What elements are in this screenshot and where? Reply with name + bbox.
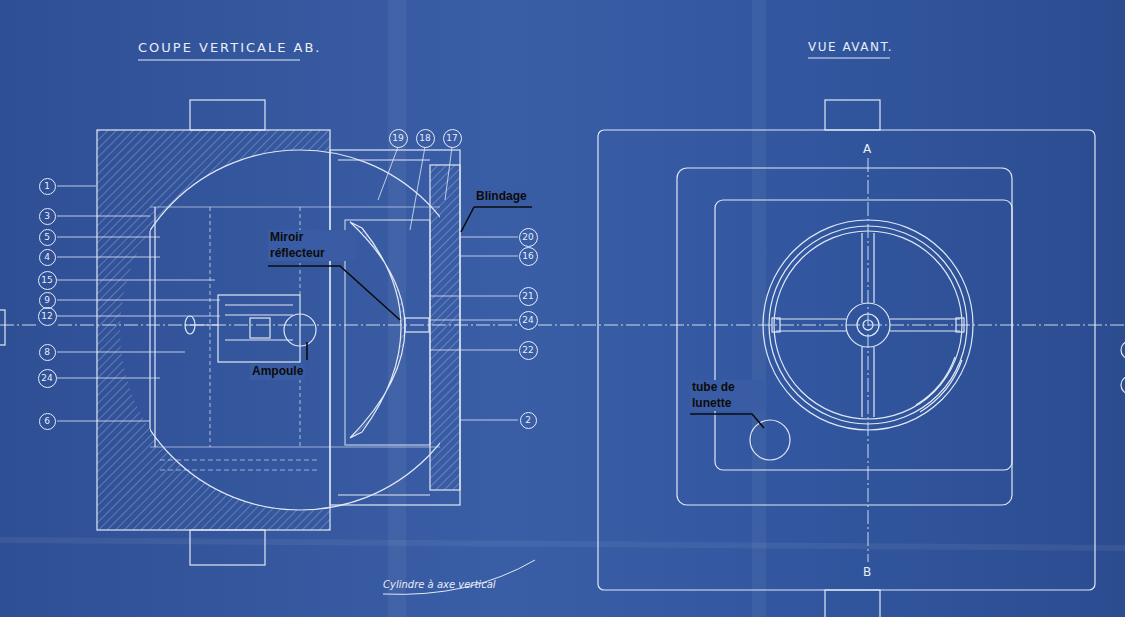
- callout-circle: 15: [38, 271, 57, 290]
- callout-circle: 1: [39, 178, 56, 195]
- heading-underlines: [138, 58, 890, 594]
- callout-number: 12: [41, 311, 52, 321]
- callout-leaders: [57, 147, 518, 421]
- callout-circle: 24: [38, 369, 57, 388]
- callout-number: 3: [44, 211, 50, 221]
- part-label: Ampoule: [250, 364, 305, 380]
- section-mark: B: [863, 565, 871, 581]
- callout-number: 15: [41, 275, 52, 285]
- callout-number: 24: [522, 315, 533, 325]
- callout-number: 21: [522, 291, 533, 301]
- note-label: Cylindre à axe vertical: [383, 578, 496, 591]
- callout-circle: 2: [520, 412, 537, 429]
- callout-circle: 17: [443, 129, 462, 148]
- callout-number: 16: [522, 251, 533, 261]
- callout-circle: 22: [519, 341, 538, 360]
- part-label: tube de lunette: [690, 380, 766, 411]
- callout-number: 5: [44, 232, 50, 242]
- callout-circle: 12: [38, 307, 57, 326]
- callout-number: 9: [44, 295, 50, 305]
- section-view: [0, 100, 480, 565]
- callout-number: 8: [44, 347, 50, 357]
- callout-number: 17: [446, 133, 457, 143]
- callout-circle: 20: [519, 228, 538, 247]
- callout-circle: 21: [519, 287, 538, 306]
- callout-circle: 8: [39, 344, 56, 361]
- callout-circle: 4: [39, 249, 56, 266]
- callout-circle: 6: [39, 413, 56, 430]
- callout-number: 19: [392, 133, 403, 143]
- view-heading: VUE AVANT.: [808, 40, 893, 56]
- part-label: Blindage: [474, 189, 529, 205]
- section-mark: A: [863, 142, 871, 158]
- view-heading: COUPE VERTICALE AB.: [138, 40, 321, 57]
- callout-circle: 16: [519, 247, 538, 266]
- callout-number: 4: [44, 252, 50, 262]
- callout-number: 24: [41, 373, 52, 383]
- part-label: Miroir réflecteur: [268, 230, 356, 261]
- callout-circle: 19: [389, 129, 408, 148]
- callout-number: 2: [525, 415, 531, 425]
- callout-number: 20: [522, 232, 533, 242]
- callout-number: 6: [44, 416, 50, 426]
- front-view: [598, 100, 1125, 617]
- callout-circle: 18: [416, 129, 435, 148]
- callout-circle: 9: [39, 292, 56, 309]
- callout-number: 1: [44, 181, 50, 191]
- callout-circle: 5: [39, 229, 56, 246]
- callout-number: 18: [419, 133, 430, 143]
- callout-circle: 24: [519, 311, 538, 330]
- callout-circle: 3: [39, 208, 56, 225]
- center-lines: [0, 158, 1125, 562]
- callout-number: 22: [522, 345, 533, 355]
